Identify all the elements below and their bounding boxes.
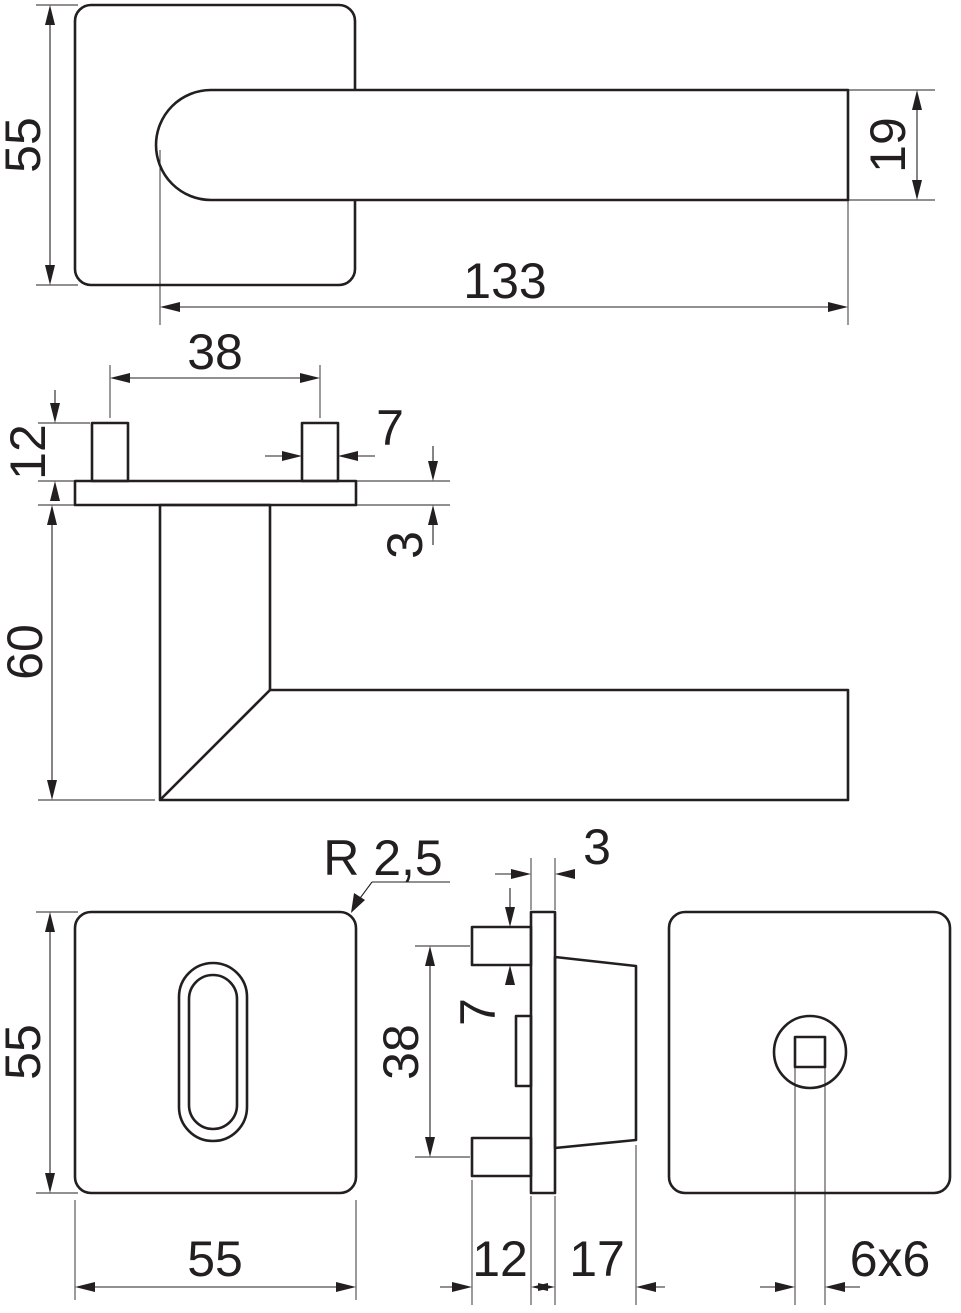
section-plate — [529, 910, 557, 1195]
lever-width-dimension: 19 — [848, 89, 935, 201]
pin-height-dimension: 12 — [0, 390, 90, 501]
pin-spacing-label: 38 — [187, 324, 243, 380]
section-pin-length-label: 12 — [472, 1231, 528, 1287]
pin-height-label: 12 — [0, 424, 56, 480]
fixing-pin-right — [300, 421, 340, 483]
keyhole-inner — [187, 973, 239, 1131]
section-depth-dimensions: 12 17 — [440, 1145, 665, 1305]
pin-spacing-dimension: 38 — [109, 324, 321, 418]
corner-radius-label: R 2,5 — [323, 830, 443, 886]
handle-bevel-edge — [159, 689, 271, 801]
square-spindle-hole — [793, 1035, 827, 1069]
top-view: 55 133 19 — [0, 3, 935, 325]
rose-height-label: 55 — [0, 117, 51, 173]
plate-thickness-dimension: 3 — [356, 446, 450, 559]
handle-projection-dimension: 60 — [0, 504, 155, 801]
spindle-rose-plate — [667, 910, 952, 1195]
side-view: 38 12 7 — [0, 324, 850, 802]
key-rose-width-label: 55 — [187, 1231, 243, 1287]
plate-thickness-label: 3 — [377, 531, 433, 559]
section-pin-top — [470, 925, 533, 967]
key-rose-view: R 2,5 55 55 — [0, 830, 450, 1300]
lever-handle — [154, 88, 850, 202]
rose-section-view: 3 7 38 — [373, 819, 665, 1305]
pin-width-label: 7 — [376, 400, 404, 456]
spindle-ring — [772, 1014, 848, 1090]
key-rose-height-dimension: 55 — [0, 911, 78, 1194]
pin-width-dimension: 7 — [265, 400, 404, 470]
key-rose-height-label: 55 — [0, 1024, 51, 1080]
rose-height-dimension: 55 — [0, 4, 78, 286]
handle-profile — [158, 503, 850, 802]
spindle-rose-view: 6x6 — [667, 910, 952, 1305]
handle-projection-label: 60 — [0, 624, 53, 680]
lever-length-dimension: 133 — [159, 150, 849, 325]
square-spindle-label: 6x6 — [850, 1231, 931, 1287]
section-boss-depth-label: 17 — [569, 1231, 625, 1287]
keyhole-outer — [177, 961, 249, 1143]
section-pin-width-dimension: 7 — [450, 888, 515, 1026]
section-pin-width-label: 7 — [450, 998, 506, 1026]
key-rose-width-dimension: 55 — [74, 1200, 357, 1300]
section-plate-thickness-label: 3 — [583, 819, 611, 875]
lever-width-label: 19 — [860, 117, 916, 173]
section-plate-thickness-dimension: 3 — [495, 819, 611, 910]
key-rose-plate — [73, 910, 358, 1195]
fixing-pin-left — [90, 421, 130, 483]
section-spring-block — [514, 1014, 533, 1088]
section-pin-spacing-dimension: 38 — [373, 945, 470, 1158]
square-spindle-dimension: 6x6 — [760, 1067, 930, 1305]
section-boss — [553, 955, 638, 1150]
section-pin-spacing-label: 38 — [373, 1024, 429, 1080]
section-pin-bottom — [470, 1136, 533, 1178]
corner-radius-callout: R 2,5 — [323, 830, 450, 913]
base-plate — [73, 479, 358, 507]
lever-length-label: 133 — [463, 253, 546, 309]
